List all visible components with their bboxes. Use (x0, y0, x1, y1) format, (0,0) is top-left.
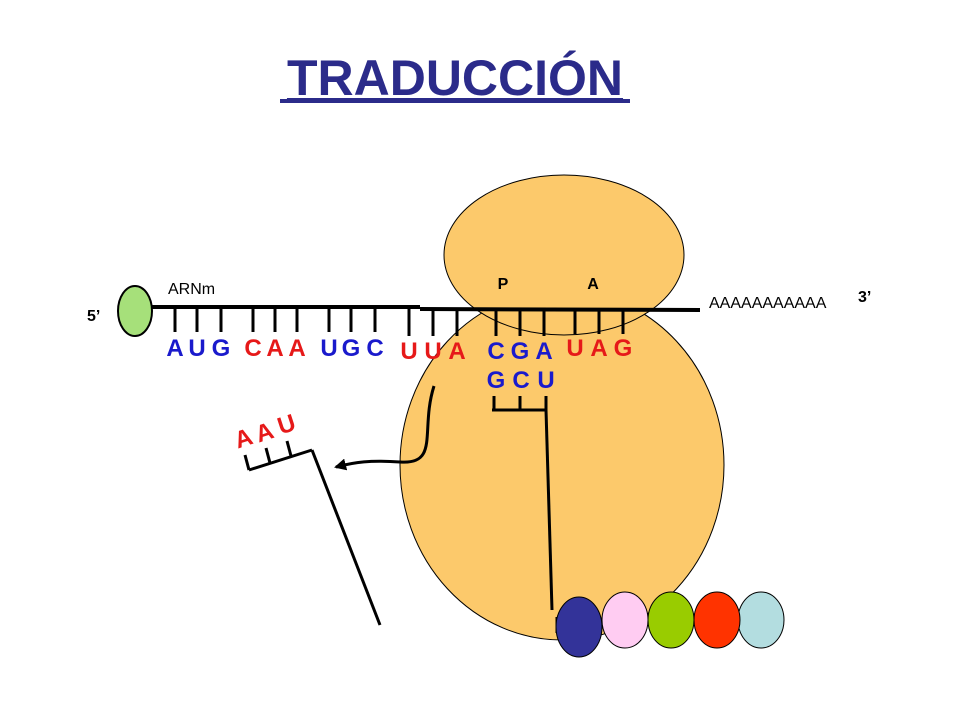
codon-2-base-1: C (244, 335, 261, 362)
amino-acid-2 (601, 591, 649, 649)
codon-5-base-2: G (511, 338, 530, 365)
codon-6-base-1: U (566, 335, 583, 362)
exit-arrow (334, 385, 436, 471)
site-a-label: A (587, 276, 599, 293)
codon-5-base-3: A (535, 338, 552, 365)
anticodon-p-base-1: G (487, 367, 506, 394)
three-prime-label: 3’ (858, 289, 871, 306)
released-trna-base-2: A (252, 417, 277, 448)
codon-2-base-2: A (266, 335, 283, 362)
codon-1-base-3: G (212, 335, 231, 362)
trna-p-body (492, 396, 559, 633)
released-trna: AAU (231, 409, 382, 626)
site-p-label: P (498, 276, 509, 293)
released-trna-body (243, 440, 382, 626)
page-title: TRADUCCIÓN (287, 50, 623, 106)
codon-2-base-3: A (288, 335, 305, 362)
codon-4-base-3: A (448, 338, 465, 365)
codon-6-base-3: G (614, 335, 633, 362)
amino-acid-3 (647, 591, 695, 649)
amino-acid-5 (737, 591, 785, 649)
five-prime-label: 5’ (87, 308, 100, 325)
five-prime-cap (117, 285, 153, 337)
codon-4-base-2: U (424, 338, 441, 365)
codon-6-base-2: A (590, 335, 607, 362)
codon-3-base-3: C (366, 335, 383, 362)
codon-3-base-1: U (320, 335, 337, 362)
codon-4-base-1: U (400, 338, 417, 365)
codon-1-base-2: U (188, 335, 205, 362)
released-trna-base-3: U (274, 409, 299, 440)
polypeptide-chain (555, 591, 785, 658)
ribosome-small-subunit (443, 174, 685, 336)
codon-5-base-1: C (487, 338, 504, 365)
codon-3-base-2: G (342, 335, 361, 362)
anticodon-p-base-3: U (537, 367, 554, 394)
mrna-label: ARNm (168, 281, 215, 298)
poly-a-tail: AAAAAAAAAAA (709, 295, 827, 312)
anticodon-p-base-2: C (512, 367, 529, 394)
amino-acid-1 (555, 596, 603, 658)
released-trna-base-1: A (231, 423, 256, 454)
amino-acid-4 (693, 591, 741, 649)
codon-1-base-1: A (166, 335, 183, 362)
